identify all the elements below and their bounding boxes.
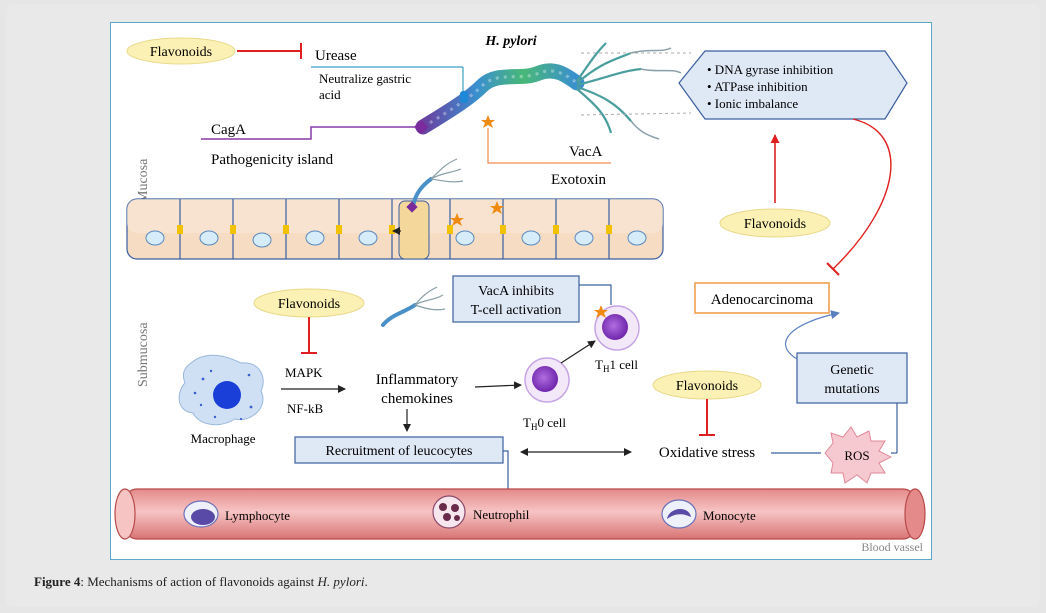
vaca-label: VacA	[569, 144, 602, 160]
effect-3: • Ionic imbalance	[707, 96, 798, 111]
macrophage-cell	[178, 354, 264, 426]
flavonoids-badge-hexagon: Flavonoids	[719, 208, 831, 238]
mucosa-label: Mucosa	[136, 158, 151, 203]
adenocarcinoma-box: Adenocarcinoma	[694, 282, 830, 314]
inflammatory-label-1: Inflammatory	[376, 372, 459, 388]
lymphocyte-label: Lymphocyte	[225, 508, 290, 523]
inhibition-line-urease	[237, 43, 302, 59]
svg-text:ROS: ROS	[844, 448, 869, 463]
svg-text:Flavonoids: Flavonoids	[676, 379, 738, 394]
inhibition-line-oxidative	[699, 399, 715, 436]
neutralize-label-1: Neutralize gastric	[319, 71, 411, 86]
hpylori-bacterium	[415, 42, 682, 140]
nfkb-label: NF-kB	[287, 401, 323, 416]
epithelial-layer	[126, 198, 664, 260]
svg-text:Genetic: Genetic	[830, 363, 874, 378]
inflammatory-label-2: chemokines	[381, 391, 453, 407]
diagram-panel: Flavonoids Urease Neutralize gastric aci…	[110, 22, 932, 560]
th0-to-th1-arrow	[560, 340, 596, 364]
genetic-mutations-box: Genetic mutations	[796, 352, 908, 404]
neutrophil-label: Neutrophil	[473, 507, 530, 522]
hexagon-to-adenocarcinoma-inhibit	[832, 118, 892, 270]
chemokines-to-th0-arrow	[474, 381, 522, 390]
svg-text:mutations: mutations	[824, 382, 879, 397]
blood-vessel-label: Blood vassel	[861, 540, 923, 554]
recruitment-box: Recruitment of leucocytes	[294, 436, 504, 464]
submucosa-label: Submucosa	[136, 322, 151, 387]
neutralize-label-2: acid	[319, 87, 341, 102]
monocyte-cell	[661, 499, 697, 529]
lymphocyte-cell	[183, 500, 219, 528]
figure-caption: Figure 4: Mechanisms of action of flavon…	[34, 574, 368, 590]
effect-2: • ATPase inhibition	[707, 79, 808, 94]
exotoxin-label: Exotoxin	[551, 172, 606, 188]
svg-text:T-cell activation: T-cell activation	[471, 303, 562, 318]
mechanism-diagram: Flavonoids Urease Neutralize gastric aci…	[114, 34, 926, 554]
oxidative-stress-label: Oxidative stress	[659, 445, 755, 461]
vaca-marker	[481, 115, 611, 164]
caption-text: : Mechanisms of action of flavonoids aga…	[80, 574, 318, 589]
bacterium-entering-icon	[406, 158, 464, 213]
svg-text:VacA inhibits: VacA inhibits	[478, 284, 554, 299]
blood-vessel	[114, 488, 926, 540]
svg-text:Recruitment of leucocytes: Recruitment of leucocytes	[326, 444, 473, 459]
th1-cell	[594, 305, 640, 351]
svg-text:Flavonoids: Flavonoids	[278, 297, 340, 312]
neutrophil-cell	[432, 495, 466, 529]
th1-label: TH1 cell	[595, 357, 638, 374]
flavonoids-badge-mapk: Flavonoids	[253, 288, 365, 318]
caga-marker	[201, 119, 429, 140]
ros-burst: ROS	[824, 426, 893, 484]
bacterium-submucosa-icon	[381, 286, 446, 327]
macrophage-label: Macrophage	[191, 431, 256, 446]
hpylori-title: H. pylori	[484, 34, 536, 49]
mapk-label: MAPK	[285, 365, 323, 380]
inhibition-line-mapk	[301, 317, 317, 354]
svg-text:Flavonoids: Flavonoids	[150, 45, 212, 60]
caption-end: .	[364, 574, 368, 589]
flavonoids-badge-urease: Flavonoids	[126, 37, 236, 65]
svg-text:Adenocarcinoma: Adenocarcinoma	[711, 292, 814, 308]
th0-cell	[524, 357, 570, 403]
svg-text:Flavonoids: Flavonoids	[744, 217, 806, 232]
caption-label: Figure 4	[34, 574, 81, 589]
vaca-inhibits-box: VacA inhibits T-cell activation	[452, 275, 580, 323]
caga-label: CagA	[211, 122, 246, 138]
caption-italic: H. pylori	[317, 574, 365, 589]
pathogenicity-label: Pathogenicity island	[211, 152, 334, 168]
th0-label: TH0 cell	[523, 415, 566, 432]
genetic-to-adenocarcinoma-arrow	[785, 310, 840, 360]
flavonoids-badge-oxidative: Flavonoids	[652, 370, 762, 400]
urease-label: Urease	[315, 48, 357, 64]
monocyte-label: Monocyte	[703, 508, 756, 523]
effect-1: • DNA gyrase inhibition	[707, 62, 834, 77]
effects-hexagon: • DNA gyrase inhibition • ATPase inhibit…	[678, 50, 908, 120]
